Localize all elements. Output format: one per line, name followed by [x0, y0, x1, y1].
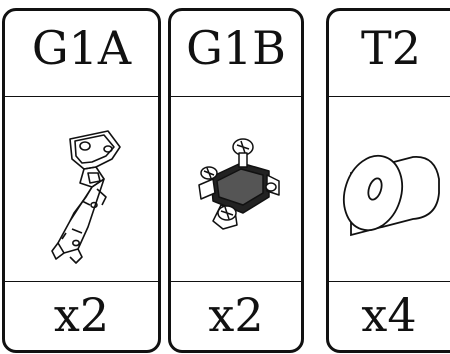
divider [5, 281, 158, 282]
divider [171, 96, 301, 97]
concealed-hinge-icon [5, 101, 158, 279]
divider [329, 281, 450, 282]
mounting-plate-icon [171, 101, 301, 279]
divider [171, 281, 301, 282]
part-quantity: x4 [315, 292, 450, 338]
part-card-g1a: G1A [2, 8, 161, 353]
part-card-g1b: G1B [168, 8, 304, 353]
part-code: G1B [171, 25, 301, 71]
part-code: T2 [319, 25, 450, 71]
part-quantity: x2 [5, 292, 158, 338]
divider [5, 96, 158, 97]
round-bumper-pad-icon [329, 101, 450, 279]
part-code: G1A [5, 25, 158, 71]
part-card-t2: T2 x4 [326, 8, 450, 353]
divider [329, 96, 450, 97]
part-quantity: x2 [171, 292, 301, 338]
